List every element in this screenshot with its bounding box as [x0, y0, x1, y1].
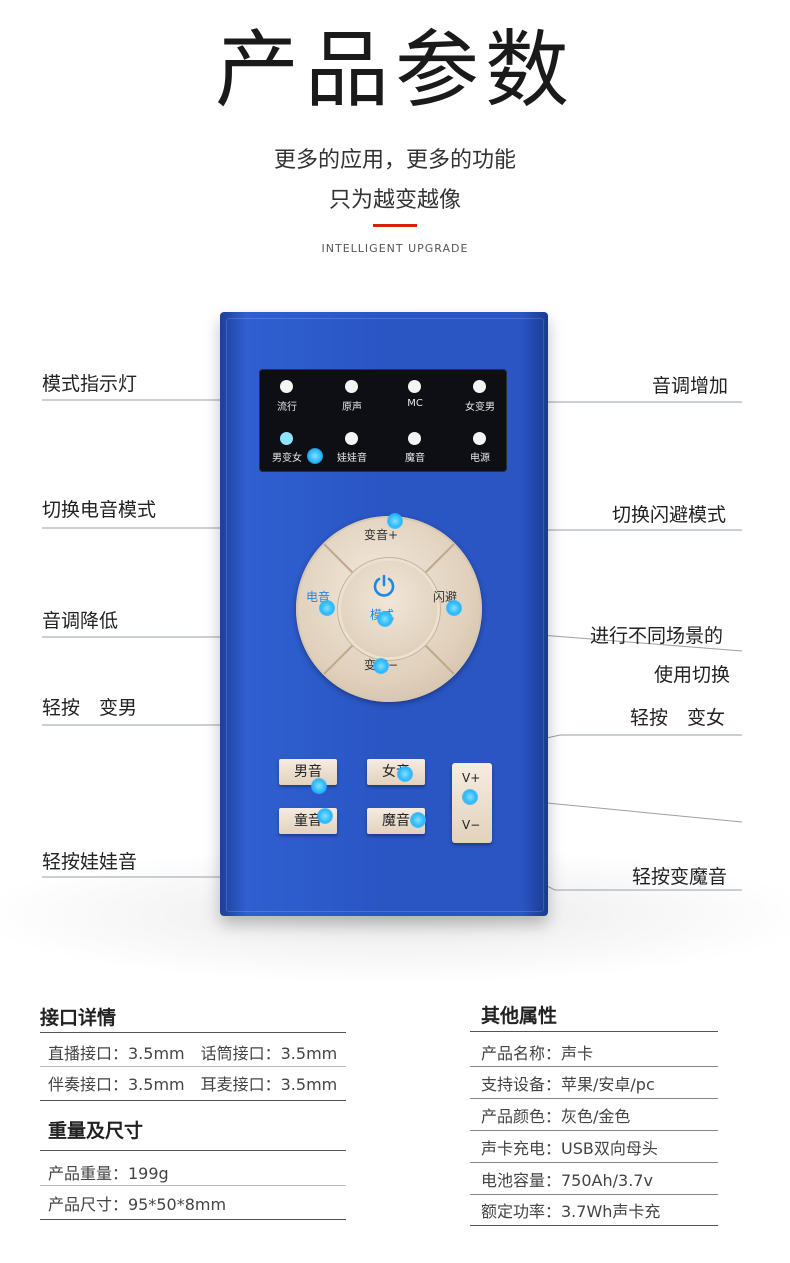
- callout-mode-light: 模式指示灯: [42, 373, 138, 395]
- marker-dot: [319, 600, 335, 616]
- callout-pitch-up: 音调增加: [652, 375, 729, 397]
- indicator-label: 流行: [277, 402, 297, 413]
- subtitle-line-1: 更多的应用，更多的功能: [273, 148, 516, 173]
- spec-row: 电池容量：750Ah/3.7v: [481, 1171, 653, 1190]
- indicator-led: [345, 432, 358, 445]
- divider: [470, 1066, 718, 1067]
- divider: [40, 1150, 346, 1151]
- mode-button[interactable]: [341, 561, 437, 657]
- divider: [40, 1032, 346, 1033]
- marker-dot: [387, 513, 403, 529]
- marker-dot: [373, 658, 389, 674]
- marker-dot: [446, 600, 462, 616]
- callout-tap-female: 轻按 变女: [630, 707, 726, 729]
- subtitle-line-2: 只为越变越像: [328, 188, 461, 213]
- callout-tap-baby: 轻按娃娃音: [42, 851, 138, 873]
- page-title: 产品参数: [214, 21, 575, 119]
- callout-scene-line-1: 进行不同场景的: [590, 625, 724, 647]
- marker-dot: [307, 448, 323, 464]
- female-voice-button[interactable]: 女音: [367, 759, 425, 785]
- marker-dot: [397, 766, 413, 782]
- callout-tap-male: 轻按 变男: [42, 697, 138, 719]
- divider: [470, 1162, 718, 1163]
- indicator-label: 男变女: [272, 453, 302, 464]
- indicator-label: 女变男: [465, 402, 495, 413]
- divider: [470, 1130, 718, 1131]
- spec-row: 声卡充电：USB双向母头: [481, 1139, 658, 1158]
- weight-heading: 重量及尺寸: [48, 1120, 144, 1142]
- divider: [470, 1194, 718, 1195]
- spec-row: 伴奏接口：3.5mm 耳麦接口：3.5mm: [48, 1075, 338, 1094]
- volume-down-label[interactable]: V−: [462, 818, 481, 832]
- callout-switch-electro: 切换电音模式: [42, 499, 157, 521]
- divider: [470, 1031, 718, 1032]
- interface-heading: 接口详情: [40, 1007, 117, 1029]
- spec-row: 产品名称：声卡: [481, 1044, 594, 1063]
- indicator-panel: 流行 原声 MC 女变男 男变女 娃娃音 魔音 电源: [259, 369, 507, 472]
- spec-row: 直播接口：3.5mm 话筒接口：3.5mm: [48, 1044, 338, 1063]
- indicator-label: 魔音: [405, 453, 425, 464]
- divider: [40, 1219, 346, 1220]
- other-heading: 其他属性: [481, 1005, 558, 1027]
- indicator-led: [345, 380, 358, 393]
- male-voice-button[interactable]: 男音: [279, 759, 337, 785]
- indicator-led: [408, 380, 421, 393]
- marker-dot: [377, 611, 393, 627]
- indicator-led: [408, 432, 421, 445]
- indicator-label: 原声: [342, 402, 362, 413]
- english-tagline: INTELLIGENT UPGRADE: [321, 242, 469, 255]
- divider: [40, 1100, 346, 1101]
- marker-dot: [410, 812, 426, 828]
- accent-divider: [373, 224, 417, 227]
- callout-scene-line-2: 使用切换: [654, 664, 731, 686]
- callout-tap-magic: 轻按变魔音: [632, 866, 728, 888]
- device-bevel: [226, 318, 544, 912]
- divider: [470, 1225, 718, 1226]
- keypad-dividers: [323, 543, 455, 675]
- spec-row: 产品颜色：灰色/金色: [481, 1107, 631, 1126]
- divider: [40, 1185, 346, 1186]
- marker-dot: [317, 808, 333, 824]
- pitch-up-key[interactable]: 变音+: [364, 528, 399, 542]
- spec-row: 产品尺寸：95*50*8mm: [48, 1195, 227, 1214]
- divider: [40, 1066, 346, 1067]
- indicator-label: 娃娃音: [337, 453, 367, 464]
- indicator-led: [280, 380, 293, 393]
- indicator-label: 电源: [470, 453, 490, 464]
- indicator-led: [473, 380, 486, 393]
- indicator-label: MC: [407, 398, 423, 409]
- spec-row: 额定功率：3.7Wh声卡充: [481, 1202, 661, 1221]
- spec-row: 支持设备：苹果/安卓/pc: [481, 1075, 655, 1094]
- power-icon: [373, 574, 395, 597]
- callout-switch-dodge: 切换闪避模式: [612, 504, 727, 526]
- marker-dot: [311, 778, 327, 794]
- spec-row: 产品重量：199g: [48, 1164, 169, 1183]
- marker-dot: [462, 789, 478, 805]
- callout-pitch-down: 音调降低: [42, 610, 119, 632]
- volume-up-label[interactable]: V+: [462, 771, 481, 785]
- indicator-led: [280, 432, 293, 445]
- divider: [470, 1098, 718, 1099]
- indicator-led: [473, 432, 486, 445]
